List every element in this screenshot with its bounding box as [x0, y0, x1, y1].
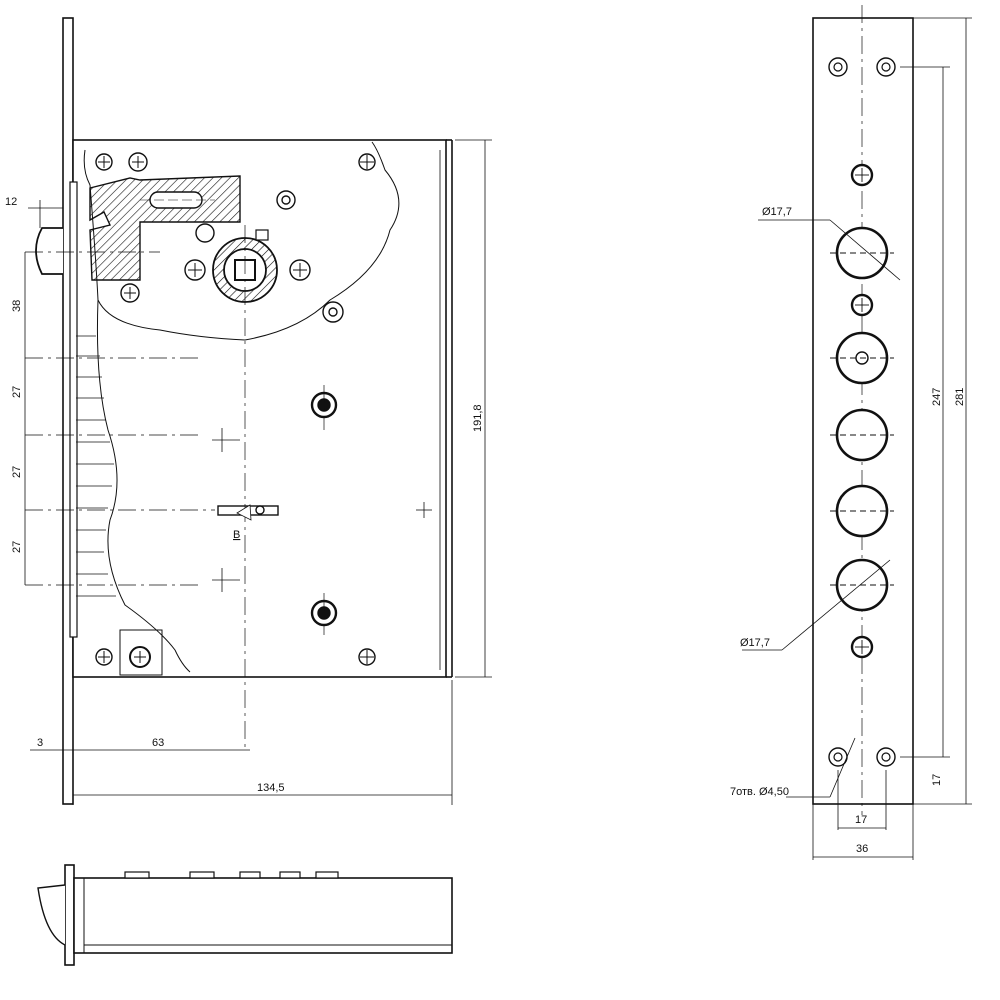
faceplate-dimensions	[742, 17, 972, 860]
bottom-view	[37, 864, 453, 966]
front-view	[25, 17, 453, 805]
dim-27b: 27	[11, 466, 23, 478]
dim-27c: 27	[11, 541, 23, 553]
section-mark-b: B	[233, 529, 240, 541]
dim-3: 3	[37, 737, 43, 749]
latch-bolt	[35, 227, 63, 275]
dim-38: 38	[11, 300, 23, 312]
dim-dia-bottom: Ø17,7	[740, 637, 770, 649]
dim-191-8: 191,8	[472, 404, 484, 432]
faceplate-view	[812, 5, 914, 815]
dim-134-5: 134,5	[257, 782, 285, 794]
dim-spacing-17: 17	[855, 814, 867, 826]
front-dimensions	[24, 139, 492, 805]
front-dimension-labels: 12 38 27 27 27 191,8 B 3 63 134,5	[5, 196, 484, 794]
latch-mechanism	[89, 175, 241, 281]
dim-offset-17: 17	[931, 774, 943, 786]
dim-63: 63	[152, 737, 164, 749]
dim-247: 247	[931, 388, 943, 406]
dim-backset-latch: 12	[5, 196, 17, 208]
dim-plate-width: 36	[856, 843, 868, 855]
dim-hole-spec: 7отв. Ø4,50	[730, 786, 789, 798]
dim-dia-top: Ø17,7	[762, 206, 792, 218]
dim-281: 281	[954, 388, 966, 406]
dim-27a: 27	[11, 386, 23, 398]
faceplate-dimension-labels: Ø17,7 Ø17,7 7отв. Ø4,50 17 17 36 247 281	[730, 206, 966, 855]
